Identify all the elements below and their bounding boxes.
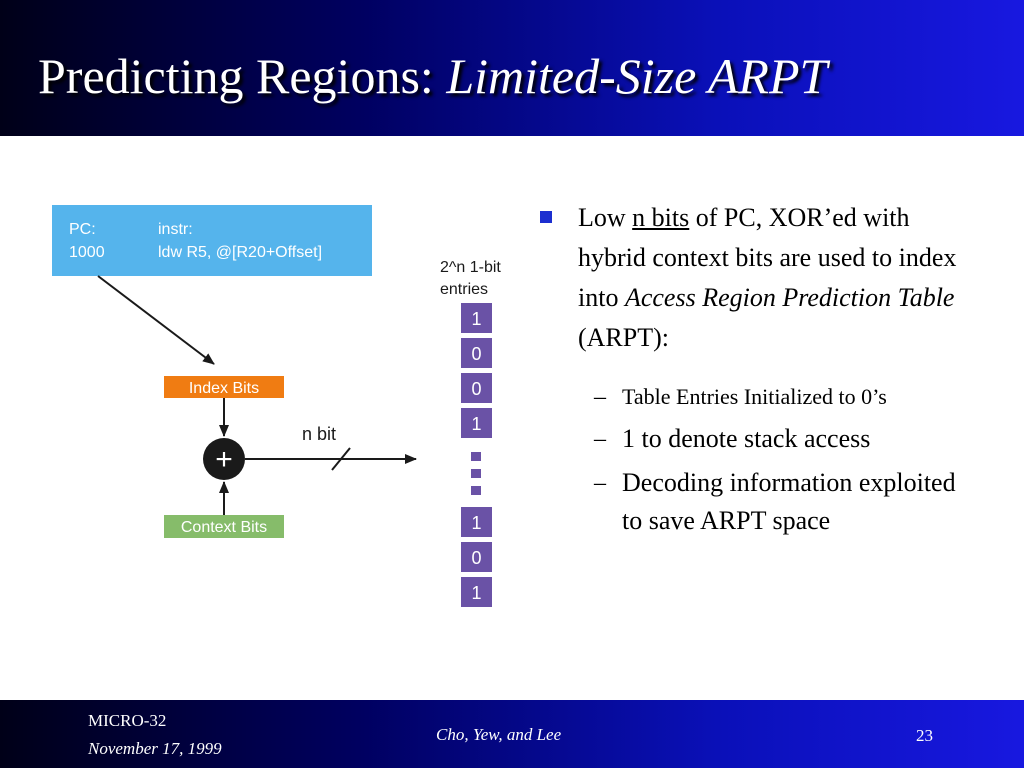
- footer-date: November 17, 1999: [88, 739, 222, 758]
- bullet-list: Low n bits of PC, XOR’ed with hybrid con…: [540, 198, 980, 546]
- slide-title: Predicting Regions: Limited-Size ARPT: [38, 46, 827, 106]
- dash-icon: –: [594, 384, 606, 410]
- pc-label: PC:: [69, 221, 96, 238]
- n-bit-slash: [331, 447, 351, 471]
- main-bullet-text-5: (ARPT):: [578, 323, 669, 352]
- ellipsis-dot: [471, 452, 481, 461]
- table-cell: [461, 338, 492, 368]
- bullet-square-icon: [540, 211, 552, 223]
- title-main: Predicting Regions:: [38, 48, 447, 104]
- sub-bullet: –1 to denote stack access: [540, 420, 980, 458]
- sub-bullet: –Decoding information exploited to save …: [540, 464, 980, 540]
- main-bullet-text-4: Access Region Prediction Table: [624, 283, 955, 312]
- ellipsis-dot: [471, 486, 481, 495]
- table-cell-value: 0: [471, 344, 481, 364]
- table-cell: [461, 542, 492, 572]
- main-bullet-text-2: n bits: [632, 203, 690, 232]
- pc-to-index-arrow: [97, 275, 215, 365]
- entries-label-line1: 2^n 1-bit: [440, 259, 501, 276]
- footer-bar: [0, 700, 1024, 768]
- table-cell: [461, 408, 492, 438]
- sub-bullet-text: Decoding information exploited to save A…: [622, 468, 956, 535]
- index-bits-box: [164, 376, 284, 398]
- sub-bullet-text: Table Entries Initialized to 0’s: [622, 384, 887, 409]
- table-cell-value: 1: [471, 309, 481, 329]
- sub-bullet: –Table Entries Initialized to 0’s: [540, 380, 980, 414]
- table-cell: [461, 373, 492, 403]
- instr-label: instr:: [158, 221, 193, 238]
- pc-instr-box: [52, 205, 372, 276]
- context-bits-box: [164, 515, 284, 538]
- footer-authors: Cho, Yew, and Lee: [436, 725, 562, 744]
- index-bits-label: Index Bits: [189, 380, 259, 397]
- table-cell-value: 0: [471, 548, 481, 568]
- title-bar: [0, 0, 1024, 136]
- xor-circle: [203, 438, 245, 480]
- sub-bullet-list: –Table Entries Initialized to 0’s –1 to …: [540, 380, 980, 540]
- main-bullet: Low n bits of PC, XOR’ed with hybrid con…: [540, 198, 980, 358]
- title-italic: Limited-Size ARPT: [446, 48, 828, 104]
- table-cell-value: 1: [471, 414, 481, 434]
- context-bits-label: Context Bits: [181, 519, 267, 536]
- table-cell-value: 1: [471, 513, 481, 533]
- plus-sign: +: [215, 443, 233, 476]
- table-cell-value: 1: [471, 583, 481, 603]
- n-bit-label: n bit: [302, 424, 336, 444]
- main-bullet-text-3: of PC, XOR’ed with hybrid context bits a…: [578, 203, 957, 312]
- instr-value: ldw R5, @[R20+Offset]: [158, 244, 322, 261]
- table-cell: [461, 303, 492, 333]
- main-bullet-text-1: Low: [578, 203, 633, 232]
- dash-icon: –: [594, 426, 606, 452]
- table-cell: [461, 577, 492, 607]
- dash-icon: –: [594, 470, 606, 496]
- table-cell: [461, 507, 492, 537]
- pc-value: 1000: [69, 244, 105, 261]
- footer-conference: MICRO-32: [88, 711, 167, 730]
- ellipsis-dot: [471, 469, 481, 478]
- table-cell-value: 0: [471, 379, 481, 399]
- entries-label-line2: entries: [440, 281, 488, 298]
- footer-page-number: 23: [916, 726, 933, 745]
- sub-bullet-text: 1 to denote stack access: [622, 424, 871, 453]
